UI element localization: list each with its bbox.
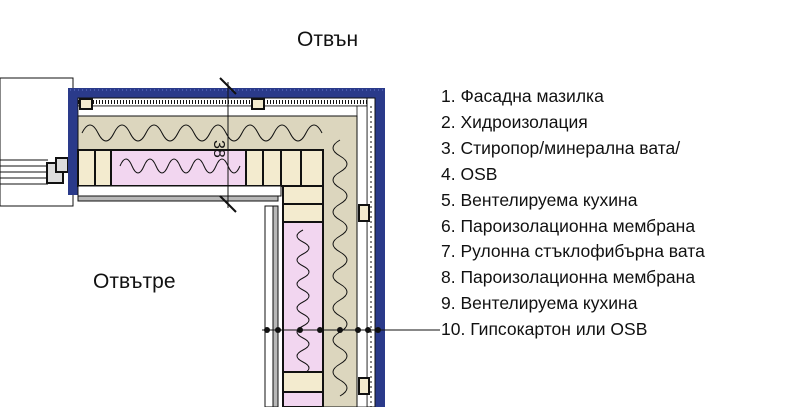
dimension-line bbox=[219, 77, 237, 213]
legend-item: 1. Фасадна мазилка bbox=[441, 86, 604, 106]
window-frame bbox=[0, 77, 74, 207]
inside-label: Отвътре bbox=[93, 270, 176, 293]
dimension-value: 38 bbox=[210, 140, 227, 158]
leader-line bbox=[262, 327, 440, 333]
layer-legend: 1. Фасадна мазилка 2. Хидроизолация 3. С… bbox=[441, 84, 705, 343]
legend-item: 10. Гипсокартон или OSB bbox=[441, 319, 648, 340]
legend-item: 3. Стиропор/минерална вата/ bbox=[441, 137, 681, 158]
drywall-layer bbox=[77, 185, 282, 407]
legend-item: 7. Рулонна стъклофибърна вата bbox=[441, 241, 705, 262]
stud-zone bbox=[77, 149, 324, 407]
legend-item: 5. Вентелируема кухина bbox=[441, 189, 638, 210]
ventilated-cavity-outer bbox=[77, 105, 368, 117]
legend-item: 8. Пароизолационна мембрана bbox=[441, 267, 696, 288]
legend-item: 6. Пароизолационна мембрана bbox=[441, 215, 696, 236]
outside-label: Отвън bbox=[297, 28, 359, 51]
ventilated-cavity-outer-vertical bbox=[356, 105, 368, 407]
facade-plaster-layer bbox=[68, 88, 385, 407]
legend-item: 4. OSB bbox=[441, 163, 498, 184]
legend-item: 2. Хидроизолация bbox=[441, 111, 588, 132]
legend-item: 9. Вентелируема кухина bbox=[441, 293, 638, 314]
cavity-battens bbox=[79, 98, 370, 395]
